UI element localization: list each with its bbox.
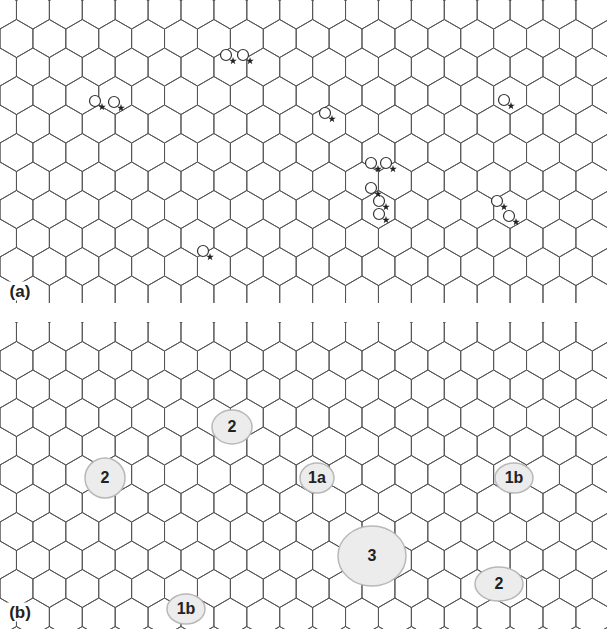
- atom-circle: [374, 209, 385, 220]
- honeycomb-lattice: [0, 322, 607, 629]
- defect-region: [300, 463, 334, 493]
- panel-label: (a): [8, 282, 33, 301]
- atom-circle: [198, 246, 209, 257]
- atom-circle: [381, 158, 392, 169]
- region-number: 2: [495, 576, 504, 592]
- star-mark: [117, 104, 125, 111]
- lattice-lines: [0, 0, 607, 303]
- panel-label: (b): [7, 603, 33, 622]
- atom-circle: [366, 158, 377, 169]
- atom-circle: [109, 97, 120, 108]
- star-mark: [374, 165, 382, 172]
- region-number: 1a: [308, 470, 326, 486]
- region-number: 1b: [177, 601, 196, 617]
- defect-region: [212, 410, 252, 444]
- atom-circle: [504, 211, 515, 222]
- defect-region: [338, 526, 406, 586]
- atom-circle: [238, 50, 249, 61]
- region-number: 2: [228, 419, 237, 435]
- star-mark: [500, 203, 508, 210]
- region-number: 2: [101, 470, 110, 486]
- honeycomb-lattice: [0, 0, 607, 303]
- defect-region: [85, 458, 125, 498]
- star-mark: [229, 57, 237, 64]
- defect-region: [167, 594, 205, 624]
- defect-regions: [85, 410, 533, 624]
- star-mark: [206, 253, 214, 260]
- defect-region: [495, 463, 533, 493]
- atom-circle: [492, 196, 503, 207]
- atom-circle: [374, 196, 385, 207]
- star-mark: [382, 216, 390, 223]
- atom-circle: [90, 96, 101, 107]
- region-number: 1b: [505, 470, 524, 486]
- atom-circle: [366, 183, 377, 194]
- region-number: 3: [368, 548, 377, 564]
- atom-circle: [320, 108, 331, 119]
- atom-markers: [90, 50, 520, 261]
- star-mark: [374, 190, 382, 197]
- star-mark: [328, 115, 336, 122]
- star-mark: [507, 102, 515, 109]
- star-mark: [512, 218, 520, 225]
- atom-circle: [499, 95, 510, 106]
- star-mark: [382, 203, 390, 210]
- star-mark: [98, 103, 106, 110]
- lattice-lines: [0, 322, 607, 629]
- star-mark: [389, 165, 397, 172]
- atom-circle: [221, 50, 232, 61]
- star-mark: [246, 57, 254, 64]
- defect-region: [475, 567, 523, 601]
